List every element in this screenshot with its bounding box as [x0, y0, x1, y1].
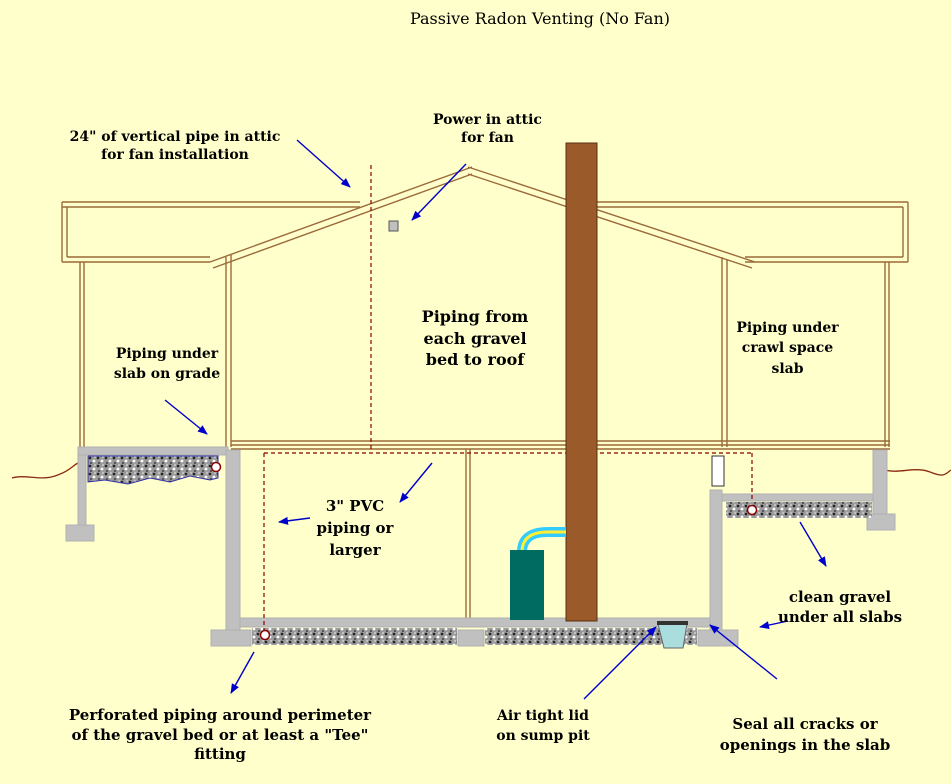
pvc-pipe-dashed	[263, 165, 753, 630]
foundation	[65, 446, 896, 647]
perforated-pipe	[210, 461, 758, 641]
roof-framing	[61, 166, 909, 620]
label-crawl-space: Piping under crawl space slab	[736, 320, 839, 377]
label-slab-on-grade: Piping under slab on grade	[113, 346, 221, 383]
gravel-bed	[87, 455, 872, 645]
vent-stack	[565, 142, 598, 622]
label-perforated-piping: Perforated piping around perimeter of th…	[68, 706, 372, 763]
label-pvc-piping: 3" PVC piping or larger	[316, 497, 394, 559]
label-sump-lid: Air tight lid on sump pit	[496, 708, 590, 745]
ground-line	[11, 462, 951, 479]
label-vertical-pipe: 24" of vertical pipe in attic for fan in…	[69, 129, 281, 164]
label-attic-power: Power in attic for fan	[433, 112, 542, 147]
diagram-title: Passive Radon Venting (No Fan)	[409, 9, 671, 28]
label-clean-gravel: clean gravel under all slabs	[777, 588, 903, 627]
sump-lid	[657, 621, 688, 625]
label-seal-cracks: Seal all cracks or openings in the slab	[719, 715, 891, 754]
furnace	[510, 550, 544, 620]
label-piping-to-roof: Piping from each gravel bed to roof	[421, 307, 529, 370]
crawl-vent	[711, 455, 725, 487]
callout-arrows	[164, 139, 827, 700]
attic-power-box	[388, 220, 399, 232]
